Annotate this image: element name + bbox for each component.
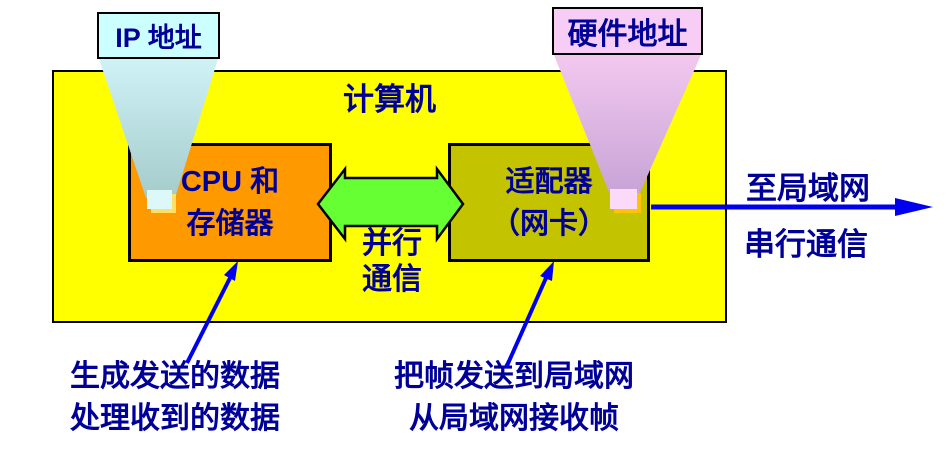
to-lan-label: 至局域网 <box>746 171 870 206</box>
serial-communication-label: 串行通信 <box>744 227 868 262</box>
serial-arrow-head <box>895 198 933 216</box>
hardware-address-text: 硬件地址 <box>567 18 688 51</box>
cpu-memory-line2: 存储器 <box>186 207 274 240</box>
hardware-port-square <box>610 189 637 209</box>
cpu-function-line2: 处理收到的数据 <box>70 402 280 435</box>
ip-port-square <box>147 190 172 209</box>
computer-title: 计算机 <box>343 82 436 117</box>
adapter-function-line2: 从局域网接收帧 <box>409 402 619 435</box>
parallel-communication-label: 并行 通信 <box>330 226 454 298</box>
parallel-line1: 并行 <box>362 227 422 260</box>
adapter-function-note: 把帧发送到局域网 从局域网接收帧 <box>366 356 662 440</box>
cpu-function-note: 生成发送的数据 处理收到的数据 <box>70 356 280 440</box>
cpu-memory-line1: CPU 和 <box>180 165 280 198</box>
adapter-line1: 适配器 <box>505 165 593 198</box>
ip-address-text: IP 地址 <box>115 23 202 53</box>
adapter-line2: （网卡） <box>490 207 607 240</box>
hardware-address-label: 硬件地址 <box>552 7 703 55</box>
adapter-function-line1: 把帧发送到局域网 <box>394 360 634 393</box>
ip-address-label: IP 地址 <box>97 12 220 59</box>
cpu-function-line1: 生成发送的数据 <box>70 360 280 393</box>
parallel-line2: 通信 <box>362 263 422 296</box>
